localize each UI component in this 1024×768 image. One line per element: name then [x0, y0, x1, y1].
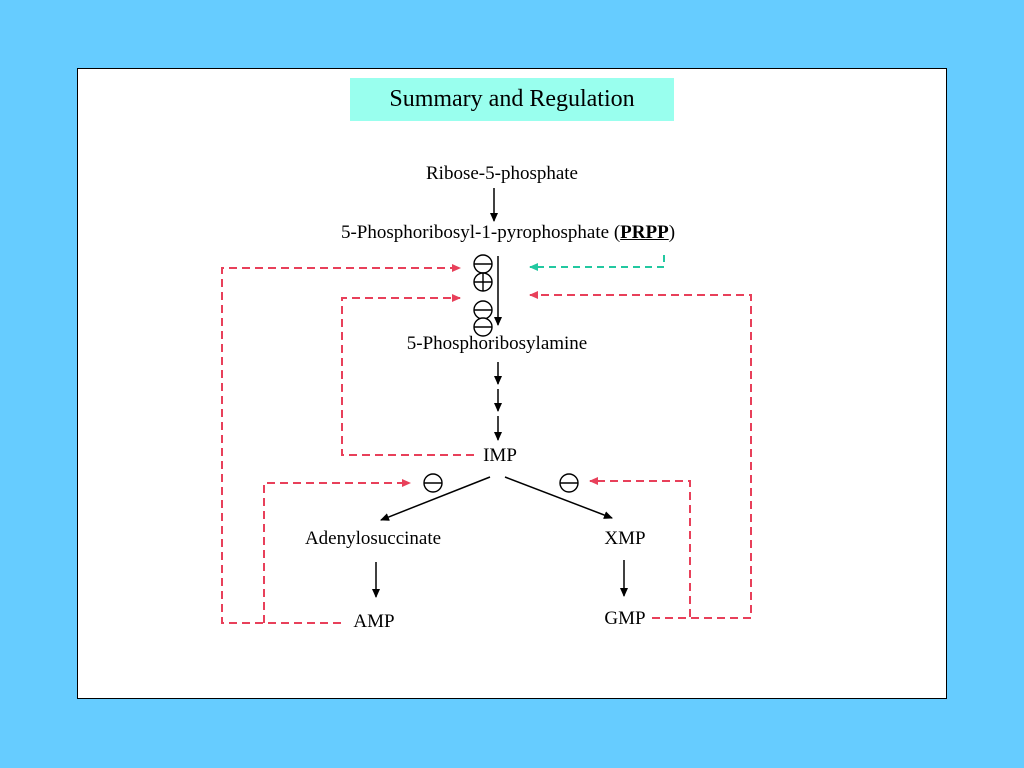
node-prpp-close: )	[668, 222, 676, 243]
feedback-amp-to-prpp-step	[221, 264, 461, 624]
feedback-gmp-to-prpp-step	[529, 291, 752, 619]
node-prpp: 5-Phosphoribosyl-1-pyrophosphate (PRPP)	[341, 222, 675, 244]
node-ribose-5-phosphate: Ribose-5-phosphate	[426, 163, 578, 184]
node-adenylosuccinate: Adenylosuccinate	[304, 528, 442, 549]
feedback-imp-to-prpp-step	[341, 294, 474, 456]
activation-prpp-feedforward	[529, 255, 665, 271]
slide-title: Summary and Regulation	[389, 86, 635, 112]
node-amp: AMP	[353, 611, 395, 632]
node-prpp-name: 5-Phosphoribosyl-1-pyrophosphate (	[340, 222, 621, 243]
minus-sign-icon	[473, 317, 493, 337]
minus-sign-icon	[473, 254, 493, 274]
arrow-imp-to-xmp	[504, 476, 613, 519]
node-phosphoribosylamine: 5-Phosphoribosylamine	[406, 333, 588, 354]
feedback-gmp-to-xmp-step	[589, 477, 691, 619]
node-prpp-abbr: PRPP	[620, 222, 669, 243]
plus-sign-icon	[473, 272, 493, 292]
arrow-imp-to-adenylosuccinate	[380, 476, 491, 521]
minus-sign-icon	[473, 300, 493, 320]
title-box: Summary and Regulation	[350, 78, 674, 121]
minus-sign-icon	[423, 473, 443, 493]
node-gmp: GMP	[604, 608, 646, 629]
node-xmp: XMP	[604, 528, 646, 549]
feedback-amp-to-adenylosuccinate-step	[263, 479, 411, 623]
minus-sign-icon	[559, 473, 579, 493]
node-imp: IMP	[483, 445, 517, 466]
